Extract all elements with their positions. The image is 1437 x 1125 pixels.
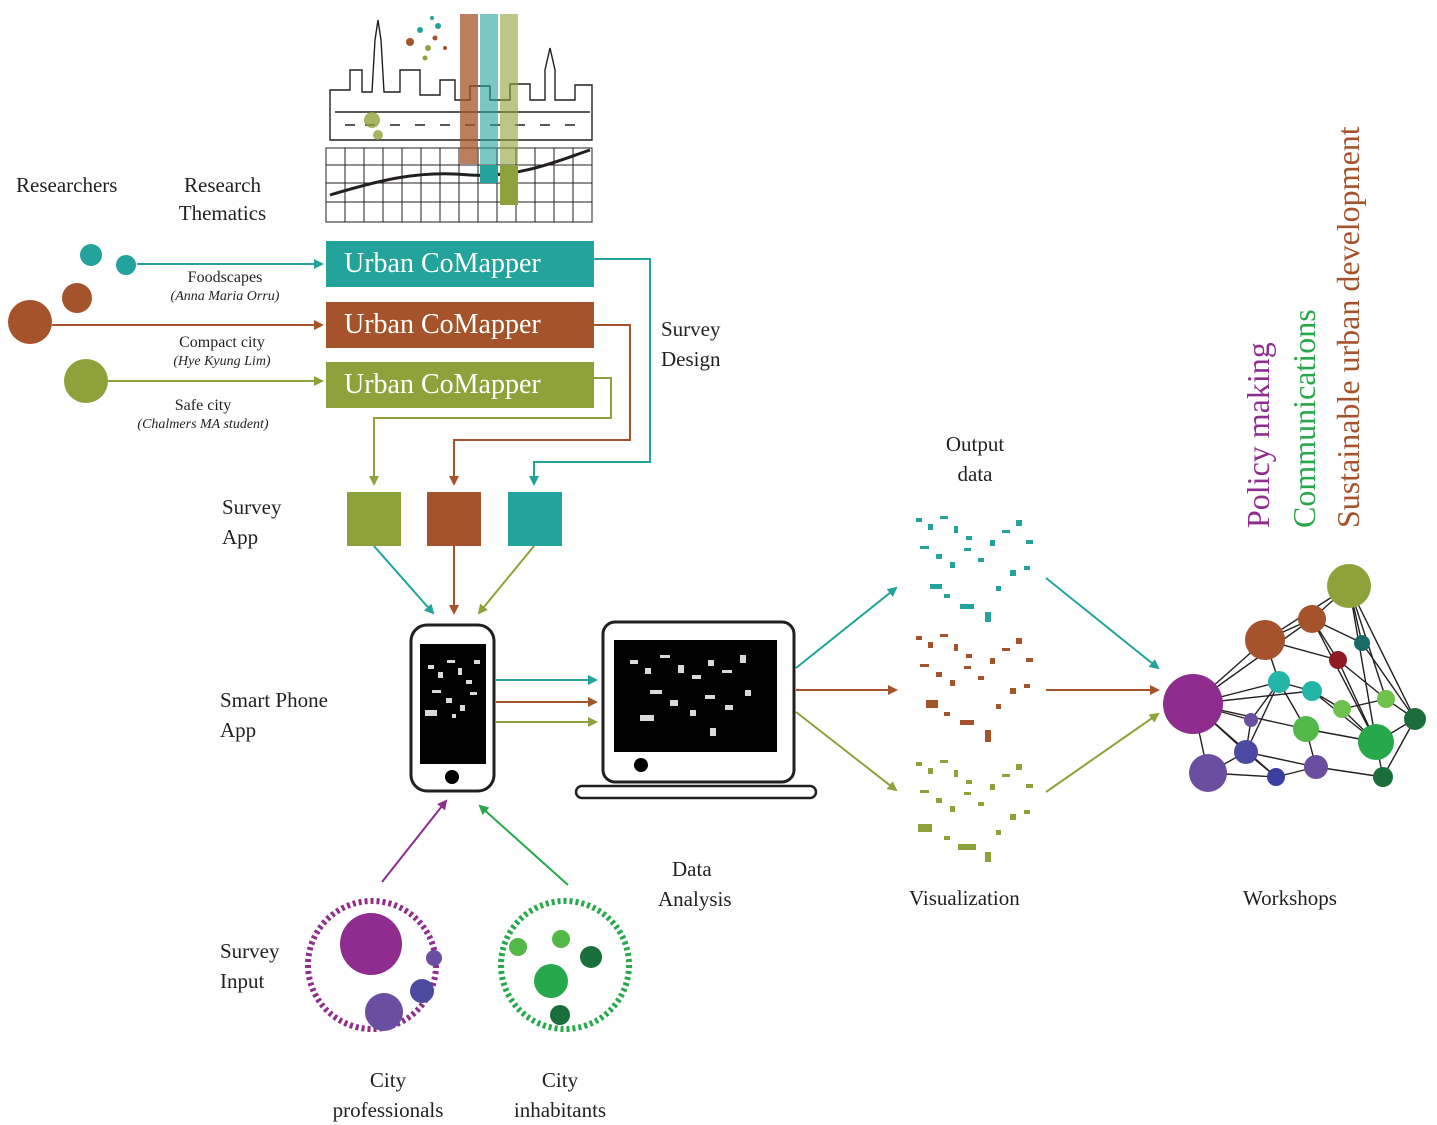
city-professionals-group: [305, 898, 442, 1032]
city-inhabitants-line-1: City: [541, 1068, 579, 1092]
researcher-dot-teal-2: [116, 255, 136, 275]
city-inhabitants-label: City inhabitants: [490, 1065, 630, 1125]
outcome-policy-making: Policy making: [1240, 342, 1276, 528]
smart-phone-app-label: Smart Phone App: [220, 685, 328, 745]
city-professionals-line-1: City: [369, 1068, 407, 1092]
survey-input-label: Survey Input: [220, 936, 280, 996]
research-thematics-header: Research Thematics: [160, 170, 285, 228]
workshops-label: Workshops: [1243, 886, 1337, 910]
survey-input-line-1: Survey: [220, 939, 280, 963]
researcher-dot-brown-2: [8, 300, 52, 344]
survey-input-line-2: Input: [220, 969, 265, 993]
data-analysis-line-2: Analysis: [658, 887, 732, 911]
survey-design-label: Survey Design: [661, 314, 721, 374]
workshop-network: [1163, 564, 1426, 792]
survey-app-line-2: App: [222, 525, 259, 549]
smartphone: [409, 623, 496, 793]
urban-comapper-safe-city: Urban CoMapper: [326, 362, 594, 408]
researcher-dot-teal-1: [80, 244, 102, 266]
thematic-name: Compact city: [179, 334, 265, 351]
city-professionals-label: City professionals: [318, 1065, 458, 1125]
survey-design-line-1: Survey: [661, 317, 721, 341]
data-analysis-line-1: Data: [672, 857, 712, 881]
survey-app-line-1: Survey: [222, 495, 282, 519]
city-illustration: [325, 14, 593, 223]
researchers-header: Researchers: [16, 173, 118, 197]
thematic-researcher: (Hye Kyung Lim): [173, 354, 271, 369]
thematic-researcher: (Chalmers MA student): [137, 417, 269, 432]
survey-app-label: Survey App: [222, 492, 282, 552]
visualization-map-olive: [916, 760, 1033, 862]
visualization-label: Visualization: [909, 886, 1020, 910]
outcome-communications: Communications: [1286, 309, 1322, 528]
survey-app-olive: [347, 492, 401, 546]
urban-comapper-compact-city: Urban CoMapper: [326, 302, 594, 348]
outcome-sustainable-urban-development: Sustainable urban development: [1330, 126, 1366, 528]
data-analysis-label: Data Analysis: [658, 854, 732, 914]
smart-phone-app-line-1: Smart Phone: [220, 688, 328, 712]
thematic-researcher: (Anna Maria Orru): [170, 289, 280, 304]
smart-phone-app-line-2: App: [220, 718, 257, 742]
city-inhabitants-group: [498, 898, 632, 1032]
thematic-name: Safe city: [174, 397, 232, 414]
output-data-label: Output data: [920, 429, 1030, 489]
output-data-line-1: Output: [945, 432, 1005, 456]
visualization-map-teal: [916, 516, 1033, 622]
city-professionals-line-2: professionals: [332, 1098, 444, 1122]
output-data-line-2: data: [957, 462, 993, 486]
researcher-dot-olive: [64, 359, 108, 403]
survey-app-brown: [427, 492, 481, 546]
visualization-map-brown: [916, 634, 1033, 742]
research-thematics-line-2: Thematics: [178, 201, 267, 225]
thematic-foodscapes: Foodscapes (Anna Maria Orru): [140, 268, 310, 306]
city-inhabitants-line-2: inhabitants: [513, 1098, 607, 1122]
urban-comapper-foodscapes: Urban CoMapper: [326, 241, 594, 287]
laptop: [574, 620, 818, 800]
thematic-compact-city: Compact city (Hye Kyung Lim): [137, 333, 307, 371]
thematic-name: Foodscapes: [187, 269, 263, 286]
thematic-safe-city: Safe city (Chalmers MA student): [118, 396, 288, 434]
survey-design-line-2: Design: [661, 347, 721, 371]
survey-app-teal: [508, 492, 562, 546]
research-thematics-line-1: Research: [184, 173, 261, 197]
researcher-dot-brown-1: [62, 283, 92, 313]
